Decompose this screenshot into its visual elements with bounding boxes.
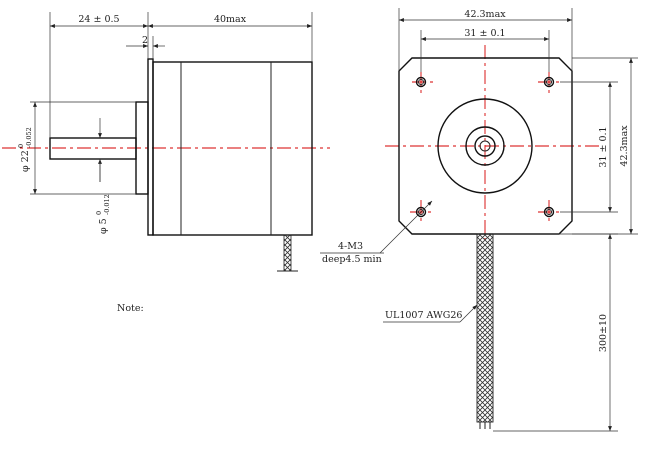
- holes-spec-line2: deep4.5 min: [322, 254, 382, 265]
- bearing-circle: [465, 126, 505, 166]
- dim-shaft-dia-label: φ 5: [98, 218, 109, 234]
- dim-cable-length-label: 300±10: [598, 314, 609, 352]
- front-cable: [476, 233, 494, 423]
- side-cable: [283, 234, 292, 272]
- dim-front-width-label: 42.3max: [464, 9, 506, 20]
- mount-hole-br: [543, 206, 555, 218]
- shaft: [49, 137, 137, 160]
- side-view: 24 ± 0.5 40max 2 φ 22 0 -0.052 φ 5 0 -0.…: [2, 12, 330, 272]
- dim-shaft-tol-upper: 0: [95, 211, 103, 215]
- dim-pilot-tol-lower: -0.052: [25, 127, 33, 148]
- holes-spec-line1: 4-M3: [338, 241, 363, 252]
- mount-hole-bl: [415, 206, 427, 218]
- note-label: Note:: [117, 303, 144, 314]
- dim-pilot-dia-label-group: φ 22 0 -0.052: [17, 127, 33, 172]
- dim-hole-spacing-h-label: 31 ± 0.1: [464, 28, 505, 39]
- mount-hole-tr: [543, 76, 555, 88]
- front-view: 42.3max 31 ± 0.1 31 ± 0.1 42.3max 4-M3 d…: [320, 8, 638, 432]
- dim-shaft-dia-label-group: φ 5 0 -0.012: [95, 194, 111, 234]
- dim-flange-label: 2: [142, 35, 148, 46]
- mount-hole-tr-inner: [546, 79, 552, 85]
- cable-spec-label: UL1007 AWG26: [385, 310, 462, 321]
- dim-shaft-tol-lower: -0.012: [103, 194, 111, 215]
- dim-pilot-dia-label: φ 22: [20, 150, 31, 172]
- pilot-circle: [437, 98, 533, 194]
- mount-hole-br-inner: [546, 209, 552, 215]
- dim-pilot-tol-upper: 0: [17, 144, 25, 148]
- mount-hole-tl: [415, 76, 427, 88]
- cable-leader: [459, 304, 478, 323]
- shaft-circle-inner: [479, 140, 491, 152]
- motor-body: [152, 61, 313, 236]
- dim-shaft-length-label: 24 ± 0.5: [78, 14, 119, 25]
- shaft-circle-outer: [474, 135, 496, 157]
- mount-hole-bl-inner: [418, 209, 424, 215]
- dim-hole-spacing-v-label: 31 ± 0.1: [598, 126, 609, 167]
- holes-leader: [379, 200, 433, 254]
- mount-hole-tl-inner: [418, 79, 424, 85]
- dim-front-height-label: 42.3max: [619, 125, 630, 167]
- front-flange: [147, 58, 154, 236]
- dim-body-length-label: 40max: [214, 14, 247, 25]
